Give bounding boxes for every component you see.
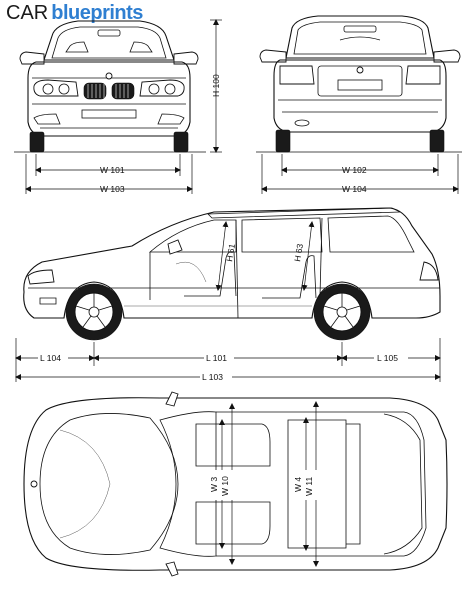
- front-view: W 101 W 103 H 100: [14, 19, 222, 194]
- front-overall-width-label: W 103: [100, 184, 125, 194]
- front-headroom-label: H 61: [224, 243, 237, 263]
- rear-seat-dim-a-label: W 4: [293, 477, 303, 492]
- rear-seat-dim-b-label: W 11: [304, 477, 314, 496]
- front-height-label: H 100: [211, 74, 221, 97]
- rear-overhang-label: L 105: [377, 353, 398, 363]
- site-logo: CAR blueprints: [6, 2, 143, 24]
- logo-suffix: blueprints: [51, 2, 143, 24]
- rear-badge-icon: [356, 66, 364, 74]
- side-view: H 61 H 63 L 104 L 101 L 105 L 103: [15, 207, 441, 382]
- front-seat-dim-a-label: W 3: [209, 477, 219, 492]
- logo-prefix: CAR: [6, 2, 49, 24]
- top-badge-icon: [30, 480, 38, 488]
- rear-overall-width-label: W 104: [342, 184, 367, 194]
- top-view: W 3 W 10 W 4 W 11: [23, 391, 448, 577]
- wheelbase-label: L 101: [206, 353, 227, 363]
- front-seat-dim-b-label: W 10: [220, 476, 230, 496]
- rear-view: W 102 W 104: [256, 15, 462, 194]
- front-track-width-label: W 101: [100, 165, 125, 175]
- rear-track-width-label: W 102: [342, 165, 367, 175]
- front-badge-icon: [105, 72, 113, 80]
- overall-length-label: L 103: [202, 372, 223, 382]
- front-overhang-label: L 104: [40, 353, 61, 363]
- rear-headroom-label: H 63: [292, 243, 305, 263]
